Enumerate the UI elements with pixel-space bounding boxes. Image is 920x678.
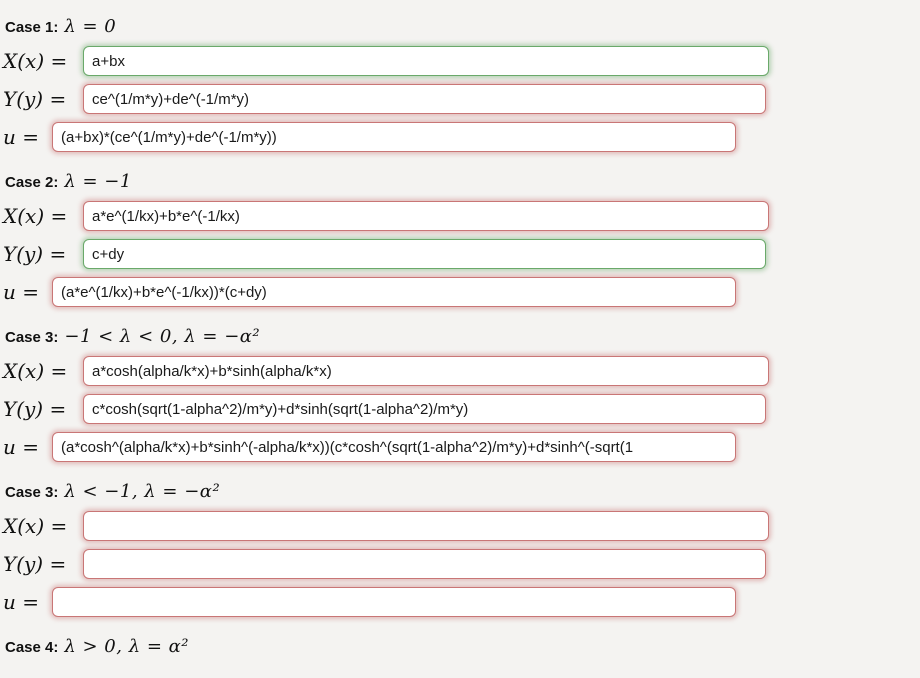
x-of-x-label: X(x) = — [3, 49, 68, 73]
x-of-x-label: X(x) = — [3, 514, 68, 538]
case-4-condition: λ < −1, λ = −α² — [64, 481, 221, 502]
answer-row: u = — [3, 122, 920, 152]
case-1-header: Case 1: λ = 0 — [3, 16, 920, 40]
case-5-header-clipped: Case 4: λ > 0, λ = α² — [3, 636, 920, 660]
u-label: u = — [3, 125, 39, 149]
case-1-X-input[interactable] — [83, 46, 769, 76]
y-of-y-label: Y(y) = — [3, 87, 67, 111]
case-group-2: Case 2: λ = −1 X(x) = Y(y) = u = — [3, 171, 920, 307]
case-group-3: Case 3: −1 < λ < 0, λ = −α² X(x) = Y(y) … — [3, 326, 920, 462]
x-of-x-label: X(x) = — [3, 204, 68, 228]
y-of-y-label: Y(y) = — [3, 397, 67, 421]
case-2-X-input[interactable] — [83, 201, 769, 231]
case-3-condition: −1 < λ < 0, λ = −α² — [64, 326, 261, 347]
case-3-label: Case 3: — [5, 329, 59, 346]
case-3-u-input[interactable] — [52, 432, 736, 462]
answer-row: u = — [3, 277, 920, 307]
x-of-x-label: X(x) = — [3, 359, 68, 383]
case-3-Y-input[interactable] — [83, 394, 766, 424]
answer-row: Y(y) = — [3, 394, 920, 424]
case-3-X-input[interactable] — [83, 356, 769, 386]
case-group-1: Case 1: λ = 0 X(x) = Y(y) = u = — [3, 16, 920, 152]
case-group-4: Case 3: λ < −1, λ = −α² X(x) = Y(y) = u … — [3, 481, 920, 617]
answer-row: u = — [3, 432, 920, 462]
case-1-condition: λ = 0 — [64, 16, 117, 37]
case-4-header: Case 3: λ < −1, λ = −α² — [3, 481, 920, 505]
case-4-u-input[interactable] — [52, 587, 736, 617]
answer-row: X(x) = — [3, 511, 920, 541]
answer-row: X(x) = — [3, 46, 920, 76]
u-label: u = — [3, 280, 39, 304]
case-1-label: Case 1: — [5, 19, 59, 36]
answer-row: X(x) = — [3, 356, 920, 386]
case-2-label: Case 2: — [5, 174, 59, 191]
case-3-header: Case 3: −1 < λ < 0, λ = −α² — [3, 326, 920, 350]
y-of-y-label: Y(y) = — [3, 552, 67, 576]
answer-row: X(x) = — [3, 201, 920, 231]
case-1-u-input[interactable] — [52, 122, 736, 152]
case-1-Y-input[interactable] — [83, 84, 766, 114]
case-5-label: Case 4: — [5, 639, 59, 656]
case-2-Y-input[interactable] — [83, 239, 766, 269]
answer-form: Case 1: λ = 0 X(x) = Y(y) = u = Case 2: … — [3, 16, 920, 660]
y-of-y-label: Y(y) = — [3, 242, 67, 266]
case-4-Y-input[interactable] — [83, 549, 766, 579]
answer-row: Y(y) = — [3, 239, 920, 269]
case-4-X-input[interactable] — [83, 511, 769, 541]
case-2-condition: λ = −1 — [64, 171, 132, 192]
answer-row: u = — [3, 587, 920, 617]
answer-row: Y(y) = — [3, 549, 920, 579]
case-2-u-input[interactable] — [52, 277, 736, 307]
case-5-condition: λ > 0, λ = α² — [64, 636, 190, 657]
u-label: u = — [3, 435, 39, 459]
answer-row: Y(y) = — [3, 84, 920, 114]
case-2-header: Case 2: λ = −1 — [3, 171, 920, 195]
case-4-label: Case 3: — [5, 484, 59, 501]
u-label: u = — [3, 590, 39, 614]
